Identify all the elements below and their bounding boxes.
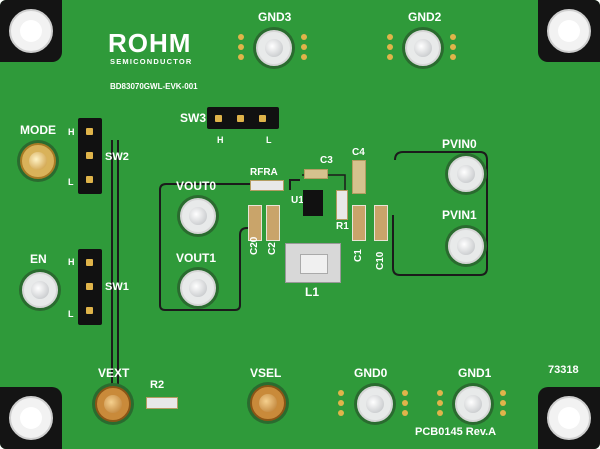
capacitor-c2 bbox=[266, 205, 280, 241]
serial-number: 73318 bbox=[548, 364, 579, 376]
sw3-high-label: H bbox=[217, 135, 224, 145]
inductor-l1 bbox=[285, 243, 341, 283]
sw1-high-label: H bbox=[68, 257, 75, 267]
test-point-mode[interactable] bbox=[20, 143, 56, 179]
label-vout0: VOUT0 bbox=[176, 179, 217, 193]
label-vsel: VSEL bbox=[250, 366, 282, 380]
ic-u1 bbox=[303, 190, 323, 216]
test-point-vsel[interactable] bbox=[250, 385, 286, 421]
label-c4: C4 bbox=[352, 147, 365, 158]
capacitor-c4 bbox=[352, 160, 366, 194]
test-point-vout0[interactable] bbox=[180, 198, 216, 234]
label-vout1: VOUT1 bbox=[176, 251, 217, 265]
sw2-low-label: L bbox=[68, 177, 74, 187]
label-sw1: SW1 bbox=[105, 281, 129, 293]
test-point-pvin0[interactable] bbox=[448, 156, 484, 192]
sw1-low-label: L bbox=[68, 309, 74, 319]
label-u1: U1 bbox=[291, 195, 304, 206]
test-point-gnd1[interactable] bbox=[455, 386, 491, 422]
pcb-revision: PCB0145 Rev.A bbox=[415, 426, 497, 438]
label-rfra: RFRA bbox=[250, 167, 278, 178]
mounting-hole-bottom-left bbox=[0, 387, 62, 449]
label-sw2: SW2 bbox=[105, 151, 129, 163]
switch-sw1[interactable] bbox=[78, 249, 102, 325]
test-point-vout1[interactable] bbox=[180, 270, 216, 306]
label-gnd2: GND2 bbox=[408, 10, 442, 24]
label-en: EN bbox=[30, 252, 47, 266]
switch-sw2[interactable] bbox=[78, 118, 102, 194]
test-point-gnd2[interactable] bbox=[405, 30, 441, 66]
label-gnd1: GND1 bbox=[458, 366, 492, 380]
capacitor-c20 bbox=[248, 205, 262, 241]
capacitor-c10 bbox=[374, 205, 388, 241]
label-r2: R2 bbox=[150, 379, 165, 391]
label-pvin1: PVIN1 bbox=[442, 208, 477, 222]
test-point-pvin1[interactable] bbox=[448, 228, 484, 264]
sw3-low-label: L bbox=[266, 135, 272, 145]
mounting-hole-top-left bbox=[0, 0, 62, 62]
capacitor-c3 bbox=[304, 169, 328, 179]
label-vext: VEXT bbox=[98, 366, 130, 380]
mounting-hole-bottom-right bbox=[538, 387, 600, 449]
test-point-gnd0[interactable] bbox=[357, 386, 393, 422]
label-gnd3: GND3 bbox=[258, 10, 292, 24]
resistor-r1 bbox=[336, 190, 348, 220]
test-point-en[interactable] bbox=[22, 272, 58, 308]
resistor-r2 bbox=[146, 397, 178, 409]
label-sw3: SW3 bbox=[180, 111, 207, 125]
label-l1: L1 bbox=[305, 285, 320, 299]
label-c3: C3 bbox=[320, 155, 333, 166]
brand-logo: ROHM bbox=[108, 28, 192, 58]
resistor-rfra bbox=[250, 180, 284, 191]
label-c2: C2 bbox=[267, 242, 278, 255]
sw2-high-label: H bbox=[68, 127, 75, 137]
test-point-gnd3[interactable] bbox=[256, 30, 292, 66]
test-point-vext[interactable] bbox=[95, 386, 131, 422]
capacitor-c1 bbox=[352, 205, 366, 241]
mounting-hole-top-right bbox=[538, 0, 600, 62]
label-c1: C1 bbox=[353, 249, 364, 262]
switch-sw3[interactable] bbox=[207, 107, 279, 129]
brand-subtitle: SEMICONDUCTOR bbox=[110, 57, 193, 66]
part-number: BD83070GWL-EVK-001 bbox=[110, 82, 198, 91]
label-c10: C10 bbox=[375, 251, 386, 270]
label-c20: C20 bbox=[249, 236, 260, 255]
label-pvin0: PVIN0 bbox=[442, 137, 477, 151]
label-r1: R1 bbox=[336, 221, 349, 232]
label-mode: MODE bbox=[20, 123, 56, 137]
label-gnd0: GND0 bbox=[354, 366, 388, 380]
